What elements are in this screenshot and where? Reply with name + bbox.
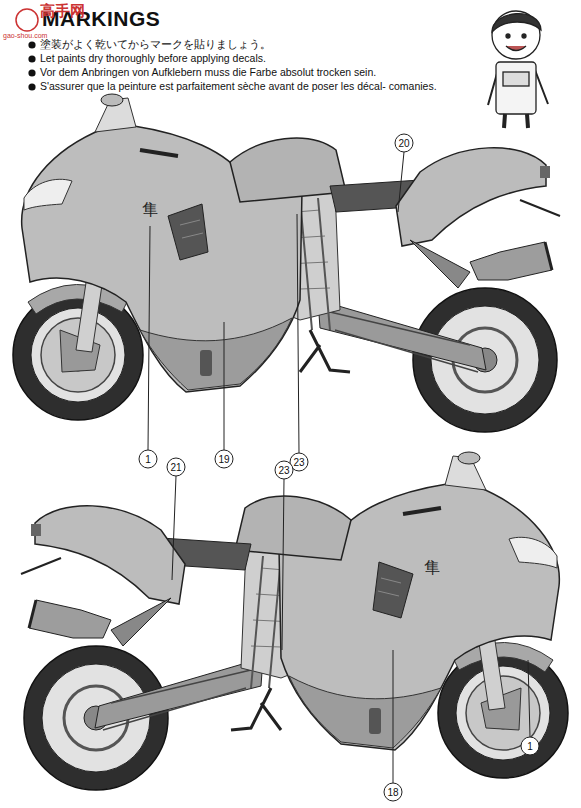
callout-number: 20 [395, 134, 414, 153]
note: Vor dem Anbringen von Aufklebern muss di… [40, 66, 480, 79]
callout-number: 1 [521, 737, 540, 756]
motorcycle-left-view [13, 94, 560, 432]
callout-number: 1 [139, 450, 158, 469]
callout-number: 19 [215, 450, 234, 469]
callout-number: 23 [275, 461, 294, 480]
motorcycle-right-view [21, 452, 568, 790]
decal-logo: 隼 [424, 558, 440, 577]
decal-logo: 隼 [142, 200, 158, 219]
note: 塗装がよく乾いてからマークを貼りましょう。 [40, 38, 480, 51]
note: S'assurer que la peinture est parfaiteme… [40, 80, 480, 93]
watermark: 高手网 [40, 2, 85, 20]
watermark-ring [16, 9, 38, 31]
cartoon-figure [488, 11, 548, 128]
leader-lines [148, 152, 530, 783]
bullets [28, 41, 35, 90]
callout-number: 18 [384, 783, 403, 802]
note: Let paints dry thoroughly before applyin… [40, 52, 480, 65]
callout-number: 21 [167, 458, 186, 477]
